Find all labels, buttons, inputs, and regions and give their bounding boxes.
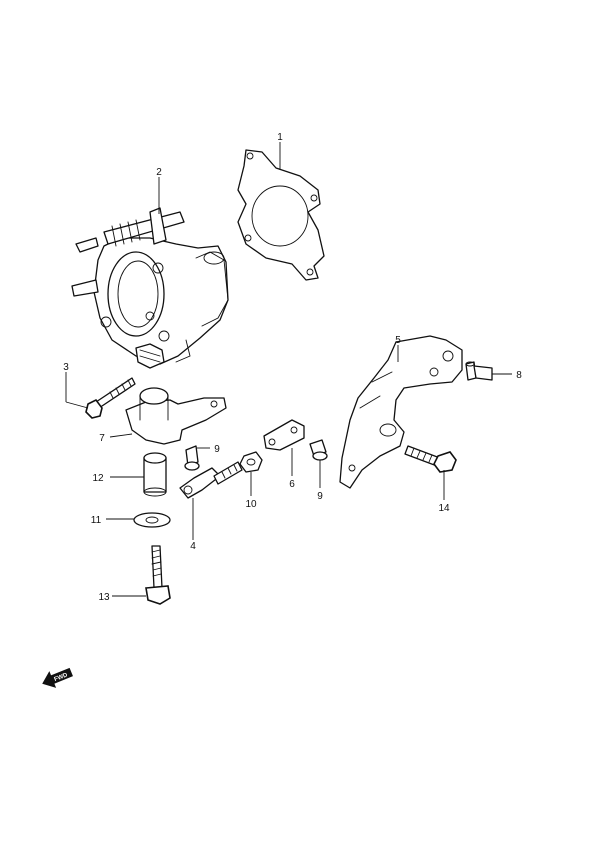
part-long-bolt: [85, 377, 136, 419]
callout-6: 6: [289, 479, 295, 490]
part-gasket: [237, 149, 325, 281]
callout-9-left: 9: [214, 444, 220, 455]
callout-7: 7: [99, 433, 105, 444]
part-pin-left: [184, 445, 200, 471]
callout-8: 8: [516, 370, 522, 381]
callout-13: 13: [98, 592, 110, 603]
callout-11: 11: [91, 515, 102, 526]
leader-7: [109, 433, 133, 438]
callout-14: 14: [438, 503, 450, 514]
part-throttle-lever: [125, 387, 227, 445]
forward-marker: FWD: [42, 667, 73, 688]
callout-12: 12: [92, 473, 104, 484]
forward-arrow-icon: [42, 667, 73, 688]
part-pin-right: [309, 439, 328, 461]
callout-4: 4: [190, 541, 196, 552]
callout-2: 2: [156, 167, 162, 178]
part-bolt: [145, 545, 171, 605]
part-throttle-body: [71, 207, 229, 369]
callout-labels: 1 2 3 4 5 6 7 8 9 9 10 11 12 13 14: [63, 132, 522, 603]
callout-10: 10: [245, 499, 257, 510]
part-washer: [133, 512, 171, 528]
callout-3: 3: [63, 362, 69, 373]
callout-9-right: 9: [317, 491, 323, 502]
part-collar: [143, 452, 167, 497]
part-bellcrank-lever: [339, 335, 463, 489]
part-clamp: [263, 419, 305, 451]
leader-3b: [65, 401, 89, 409]
callout-5: 5: [395, 335, 401, 346]
part-bolt-14: [404, 445, 457, 473]
part-nut: [239, 451, 263, 473]
part-stud-bolt: [465, 361, 493, 381]
callout-1: 1: [277, 132, 283, 143]
forward-label: FWD: [54, 672, 70, 683]
leader-lines: [65, 142, 512, 597]
part-rod-end: [179, 461, 243, 499]
